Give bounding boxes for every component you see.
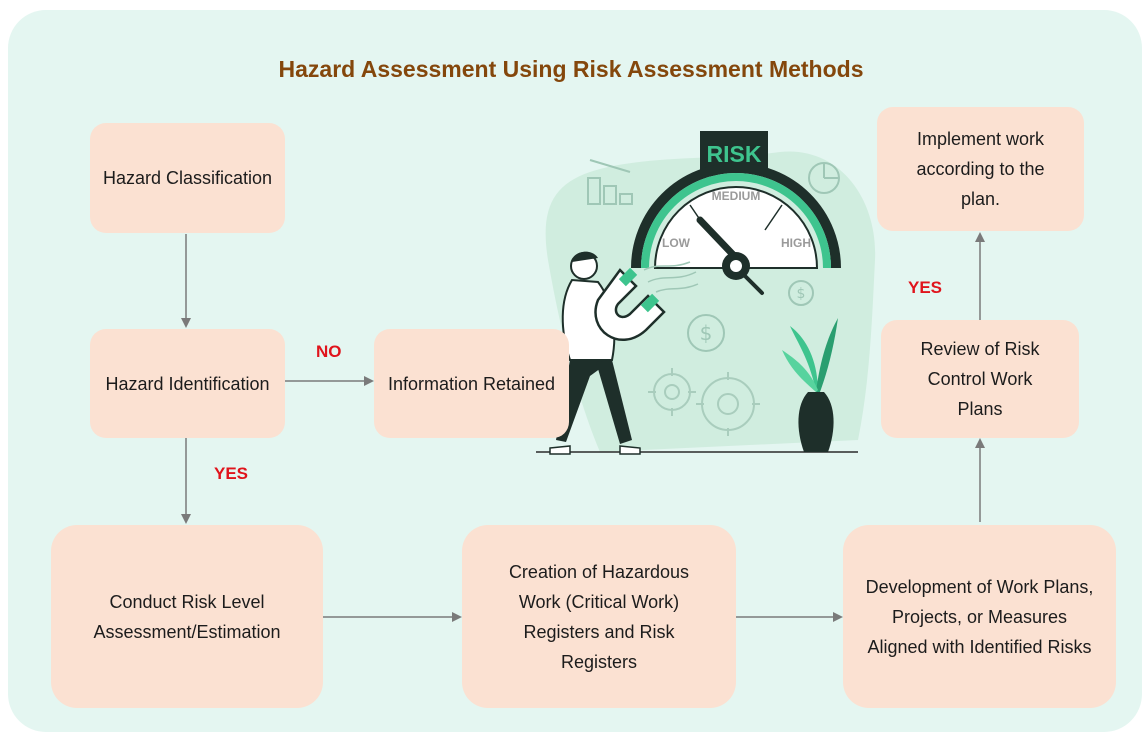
plant-icon: [782, 318, 838, 452]
diagram-title: Hazard Assessment Using Risk Assessment …: [278, 56, 864, 82]
dollar-icon: [687, 280, 814, 352]
hazard-identification-box: Hazard Identification: [90, 329, 285, 438]
gauge-medium-label: MEDIUM: [712, 189, 761, 203]
svg-text:$: $: [700, 321, 713, 345]
svg-text:$: $: [797, 286, 806, 302]
risk-gauge: [631, 131, 841, 295]
conduct-risk-level-box: Conduct Risk Level Assessment/Estimation: [51, 525, 323, 708]
pie-chart-icon: [808, 162, 840, 194]
yes-label-left: YES: [214, 464, 249, 483]
creation-registers-box: Creation of Hazardous Work (Critical Wor…: [462, 525, 736, 708]
information-retained-box: Information Retained: [374, 329, 569, 438]
magnet-icon: [594, 261, 699, 342]
gauge-high-label: HIGH: [781, 236, 811, 250]
bar-chart-icon: [587, 159, 633, 205]
yes-label-right: YES: [908, 278, 943, 297]
hazard-classification-box: Hazard Classification: [90, 123, 285, 233]
implement-work-box: Implement work according to the plan.: [877, 107, 1084, 231]
development-plans-box: Development of Work Plans, Projects, or …: [843, 525, 1116, 708]
gauge-title: RISK: [707, 141, 762, 167]
gear-icon: [648, 368, 760, 436]
gauge-low-label: LOW: [662, 236, 691, 250]
no-label: NO: [316, 342, 342, 361]
review-risk-control-box: Review of Risk Control Work Plans: [881, 320, 1079, 438]
